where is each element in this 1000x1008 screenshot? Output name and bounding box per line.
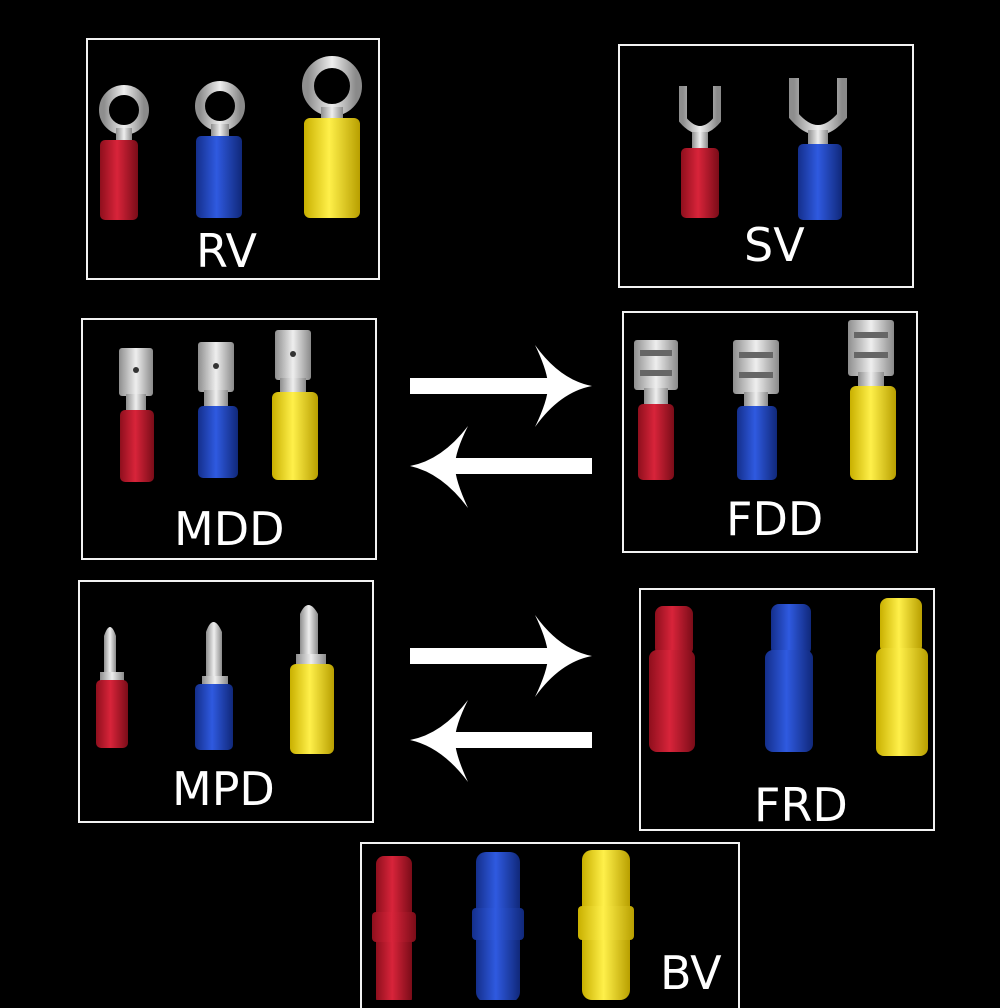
arrow-right-top-icon — [410, 345, 592, 427]
rv-terminals — [99, 56, 362, 220]
frd-terminals — [649, 598, 928, 756]
fdd-terminals — [634, 320, 896, 480]
arrow-left-bottom-icon — [410, 700, 592, 782]
panel-mdd — [81, 318, 377, 560]
label-rv: RV — [196, 224, 257, 278]
panel-mpd — [78, 580, 374, 823]
arrow-left-top-icon — [410, 426, 592, 508]
label-mdd: MDD — [174, 502, 285, 556]
mpd-terminals — [96, 605, 334, 754]
mdd-terminals — [119, 330, 318, 482]
label-bv: BV — [660, 946, 722, 1000]
arrow-right-bottom-icon — [410, 615, 592, 697]
panel-bv — [360, 842, 740, 1008]
bv-terminals — [372, 850, 634, 1000]
panel-sv — [618, 44, 914, 288]
label-mpd: MPD — [172, 762, 275, 816]
panel-fdd — [622, 311, 918, 553]
panel-rv — [86, 38, 380, 280]
panel-frd — [639, 588, 935, 831]
label-frd: FRD — [754, 778, 848, 832]
label-fdd: FDD — [726, 492, 824, 546]
label-sv: SV — [744, 218, 805, 272]
sv-terminals — [679, 78, 847, 220]
